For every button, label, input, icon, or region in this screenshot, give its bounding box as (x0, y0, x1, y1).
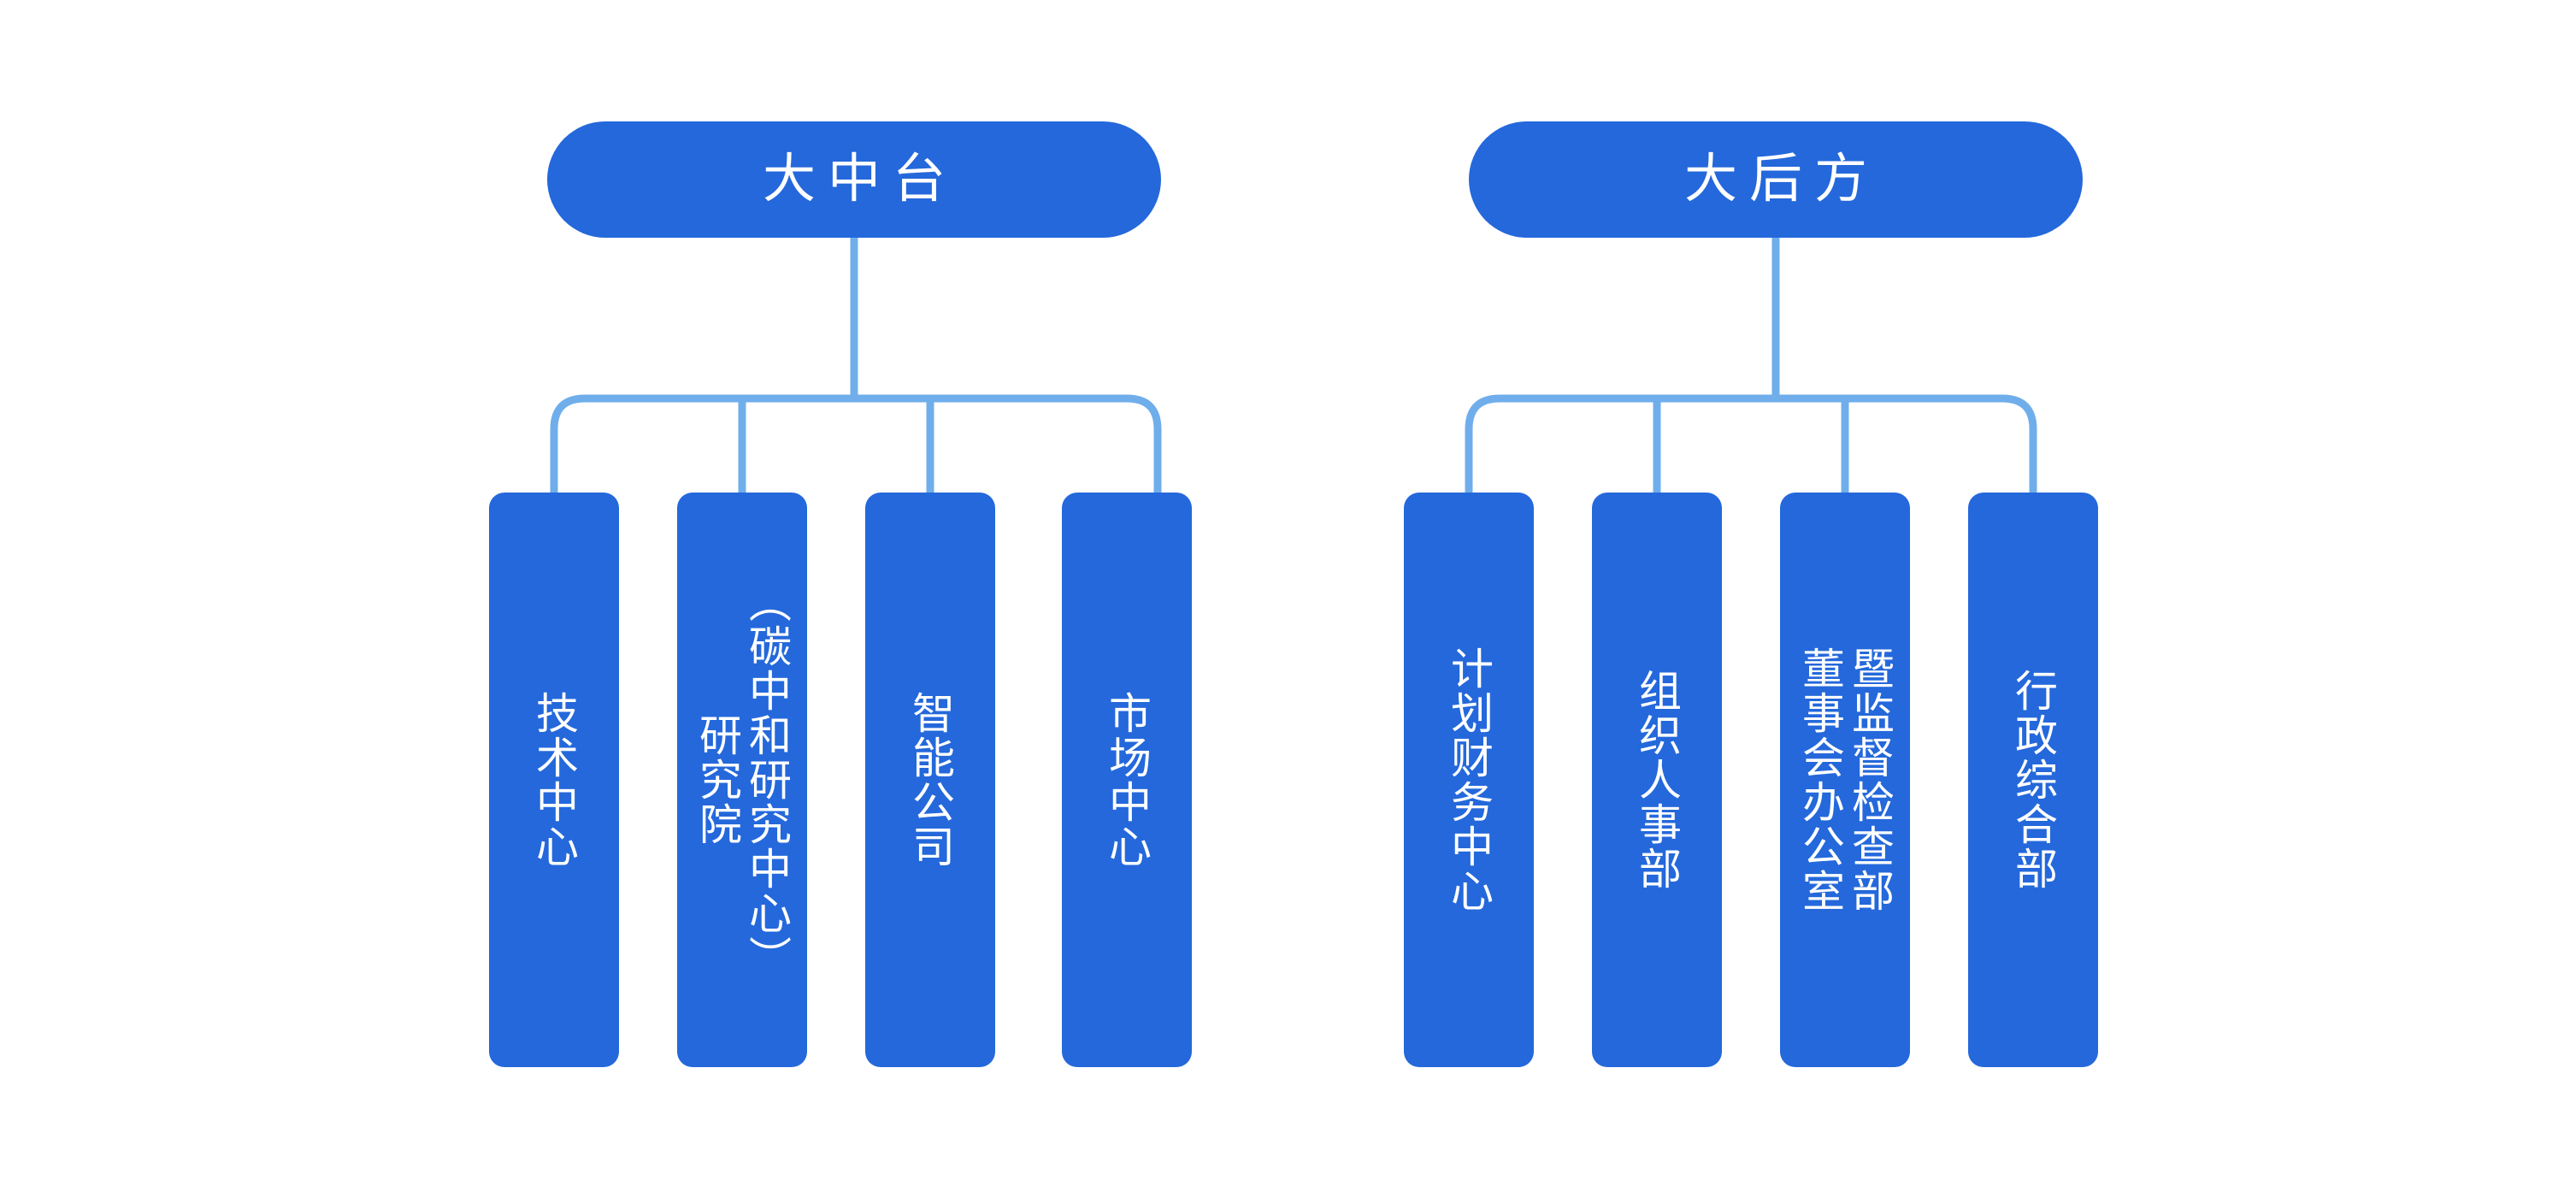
leaf-node-text-wrap: 组织人事部 (1632, 669, 1682, 891)
leaf-node-label-col1: 研究院 (693, 713, 741, 847)
leaf-node-label-col2: （碳中和研究中心） (743, 580, 791, 980)
connector-bus-2 (1465, 394, 2037, 493)
leaf-node-planning-finance[interactable]: 计划财务中心 (1404, 493, 1534, 1067)
leaf-node-tech-center[interactable]: 技术中心 (489, 493, 619, 1067)
leaf-node-board-office[interactable]: 董事会办公室 暨监督检查部 (1780, 493, 1910, 1067)
leaf-node-label-col2: 暨监督检查部 (1846, 646, 1894, 913)
leaf-node-label-col1: 董事会办公室 (1796, 646, 1844, 913)
leaf-node-label: 组织人事部 (1633, 669, 1681, 891)
leaf-node-admin-general[interactable]: 行政综合部 (1968, 493, 2098, 1067)
leaf-node-text-wrap: 董事会办公室 暨监督检查部 (1795, 646, 1895, 913)
leaf-node-label: 智能公司 (906, 691, 954, 869)
leaf-node-text-wrap: 市场中心 (1102, 691, 1152, 869)
leaf-node-text-wrap: 研究院 （碳中和研究中心） (693, 580, 792, 980)
root-node-rear-support[interactable]: 大后方 (1469, 121, 2083, 238)
root-node-mid-platform[interactable]: 大中台 (547, 121, 1161, 238)
root-node-label: 大后方 (1683, 150, 1879, 209)
root-node-label: 大中台 (762, 150, 958, 209)
leaf-node-label: 行政综合部 (2009, 669, 2057, 891)
leaf-node-text-wrap: 行政综合部 (2008, 669, 2058, 891)
leaf-node-label: 技术中心 (530, 691, 578, 869)
leaf-node-research-institute[interactable]: 研究院 （碳中和研究中心） (677, 493, 807, 1067)
connector-group-mid-platform (550, 238, 1162, 493)
connector-bus-1 (550, 394, 1162, 493)
leaf-node-smart-company[interactable]: 智能公司 (865, 493, 995, 1067)
leaf-node-text-wrap: 智能公司 (905, 691, 955, 869)
leaf-node-text-wrap: 计划财务中心 (1444, 646, 1494, 913)
connector-group-rear-support (1465, 238, 2037, 493)
leaf-node-market-center[interactable]: 市场中心 (1062, 493, 1192, 1067)
leaf-node-label: 计划财务中心 (1445, 646, 1493, 913)
leaf-node-org-hr[interactable]: 组织人事部 (1592, 493, 1722, 1067)
leaf-node-text-wrap: 技术中心 (529, 691, 579, 869)
leaf-node-label: 市场中心 (1103, 691, 1151, 869)
